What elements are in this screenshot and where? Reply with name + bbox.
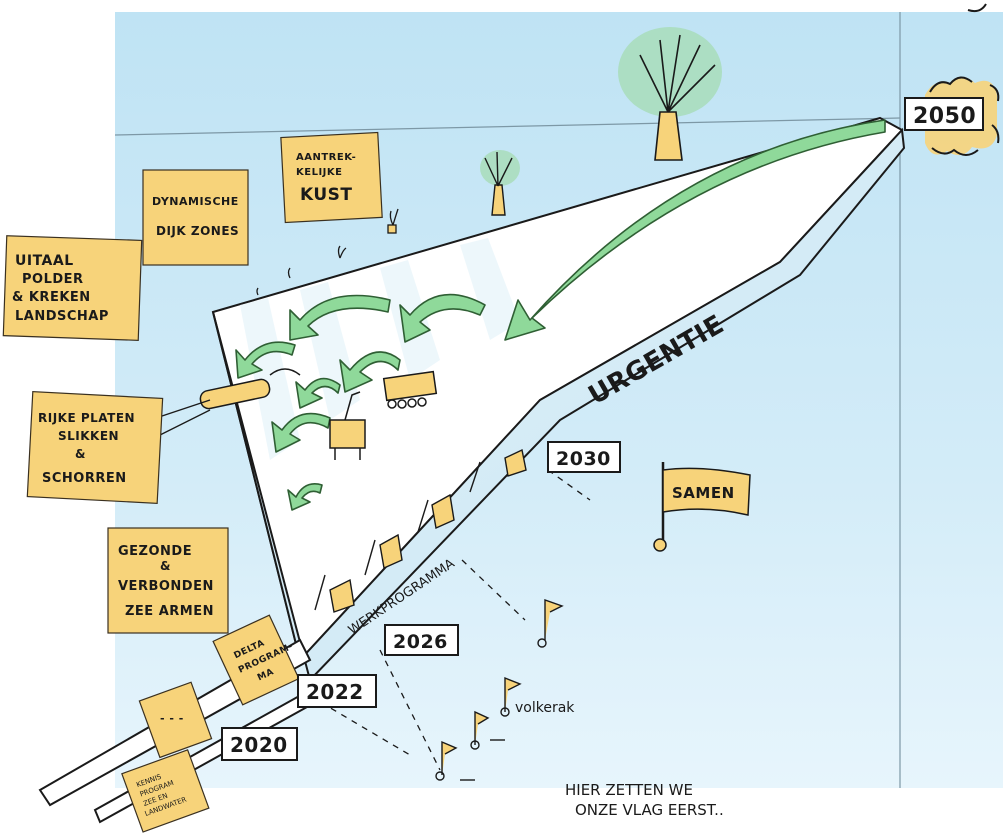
year-2030-box: 2030 bbox=[547, 441, 621, 473]
machinery bbox=[199, 368, 438, 460]
tree-small bbox=[480, 150, 520, 216]
note-polder-line-2: POLDER bbox=[22, 272, 84, 287]
svg-text:SLIKKEN: SLIKKEN bbox=[58, 429, 119, 443]
note-kust-line-2: KELIJKE bbox=[296, 167, 342, 178]
note-kust-line-1: AANTREK- bbox=[296, 152, 356, 163]
volkerak-label: volkerak bbox=[515, 700, 575, 716]
svg-text:GEZONDE: GEZONDE bbox=[118, 544, 192, 559]
svg-text:& KREKEN: & KREKEN bbox=[12, 290, 91, 305]
note-zeearmen-line-4: ZEE ARMEN bbox=[125, 604, 214, 619]
year-2030-label: 2030 bbox=[556, 448, 611, 470]
svg-text:SCHORREN: SCHORREN bbox=[42, 471, 127, 486]
svg-text:VERBONDEN: VERBONDEN bbox=[118, 579, 214, 594]
note-zeearmen-line-2: & bbox=[160, 559, 171, 573]
note-polder: UITAAL POLDER & KREKEN LANDSCHAP bbox=[2, 235, 143, 341]
footer-line-1: HIER ZETTEN WE bbox=[565, 781, 693, 799]
svg-text:LANDSCHAP: LANDSCHAP bbox=[15, 309, 109, 324]
year-2026-label: 2026 bbox=[393, 631, 448, 653]
year-2022-box: 2022 bbox=[297, 674, 377, 708]
svg-text:KELIJKE: KELIJKE bbox=[296, 167, 342, 178]
year-2020-label: 2020 bbox=[230, 733, 288, 757]
svg-text:&: & bbox=[160, 559, 171, 573]
tag-kennis: KENNIS PROGRAM ZEE EN LANDWATER bbox=[121, 749, 210, 833]
note-dijk-line-1: DYNAMISCHE bbox=[152, 195, 239, 208]
tag-delta: DELTA PROGRAM- MA bbox=[212, 614, 300, 706]
note-zeearmen-line-1: GEZONDE bbox=[118, 544, 192, 559]
note-platen-line-1: RIJKE PLATEN bbox=[38, 411, 135, 425]
note-platen: RIJKE PLATEN SLIKKEN & SCHORREN bbox=[26, 391, 164, 504]
milestone-flags bbox=[314, 448, 527, 613]
dashed-leaders bbox=[299, 469, 591, 771]
svg-text:UITAAL: UITAAL bbox=[15, 253, 74, 269]
note-zeearmen-line-3: VERBONDEN bbox=[118, 579, 214, 594]
svg-text:AANTREK-: AANTREK- bbox=[296, 152, 356, 163]
note-polder-line-1: UITAAL bbox=[15, 253, 74, 269]
samen-flag-label: SAMEN bbox=[672, 484, 735, 502]
svg-text:RIJKE PLATEN: RIJKE PLATEN bbox=[38, 411, 135, 425]
note-dijk: DYNAMISCHE DIJK ZONES bbox=[142, 169, 249, 266]
ground-flags bbox=[435, 599, 564, 781]
tag-dots-label: - - - bbox=[160, 712, 184, 725]
note-platen-line-2: SLIKKEN bbox=[58, 429, 119, 443]
svg-text:DIJK ZONES: DIJK ZONES bbox=[156, 224, 239, 238]
svg-text:ZEE ARMEN: ZEE ARMEN bbox=[125, 604, 214, 619]
note-dijk-line-2: DIJK ZONES bbox=[156, 224, 239, 238]
note-polder-line-3: & KREKEN bbox=[12, 290, 91, 305]
year-2026-box: 2026 bbox=[384, 624, 459, 656]
svg-text:KUST: KUST bbox=[300, 185, 353, 205]
year-2050-box: 2050 bbox=[904, 97, 984, 131]
year-2022-label: 2022 bbox=[306, 680, 364, 704]
year-2020-box: 2020 bbox=[221, 727, 298, 761]
tree-large bbox=[618, 27, 722, 161]
svg-text:POLDER: POLDER bbox=[22, 272, 84, 287]
svg-text:DYNAMISCHE: DYNAMISCHE bbox=[152, 195, 239, 208]
tag-dots: - - - bbox=[138, 681, 213, 759]
samen-flag-group bbox=[653, 462, 751, 552]
note-kust: AANTREK- KELIJKE KUST bbox=[280, 131, 383, 224]
year-2050-label: 2050 bbox=[913, 104, 976, 129]
footer-line-2: ONZE VLAG EERST.. bbox=[575, 801, 724, 819]
note-kust-line-3: KUST bbox=[300, 185, 353, 205]
note-polder-line-4: LANDSCHAP bbox=[15, 309, 109, 324]
note-platen-line-3: & bbox=[75, 447, 86, 461]
note-zeearmen: GEZONDE & VERBONDEN ZEE ARMEN bbox=[107, 527, 229, 634]
green-arrows bbox=[235, 119, 886, 511]
sprouts bbox=[256, 208, 399, 296]
svg-text:&: & bbox=[75, 447, 86, 461]
horizon-line bbox=[114, 117, 901, 136]
note-platen-line-4: SCHORREN bbox=[42, 471, 127, 486]
